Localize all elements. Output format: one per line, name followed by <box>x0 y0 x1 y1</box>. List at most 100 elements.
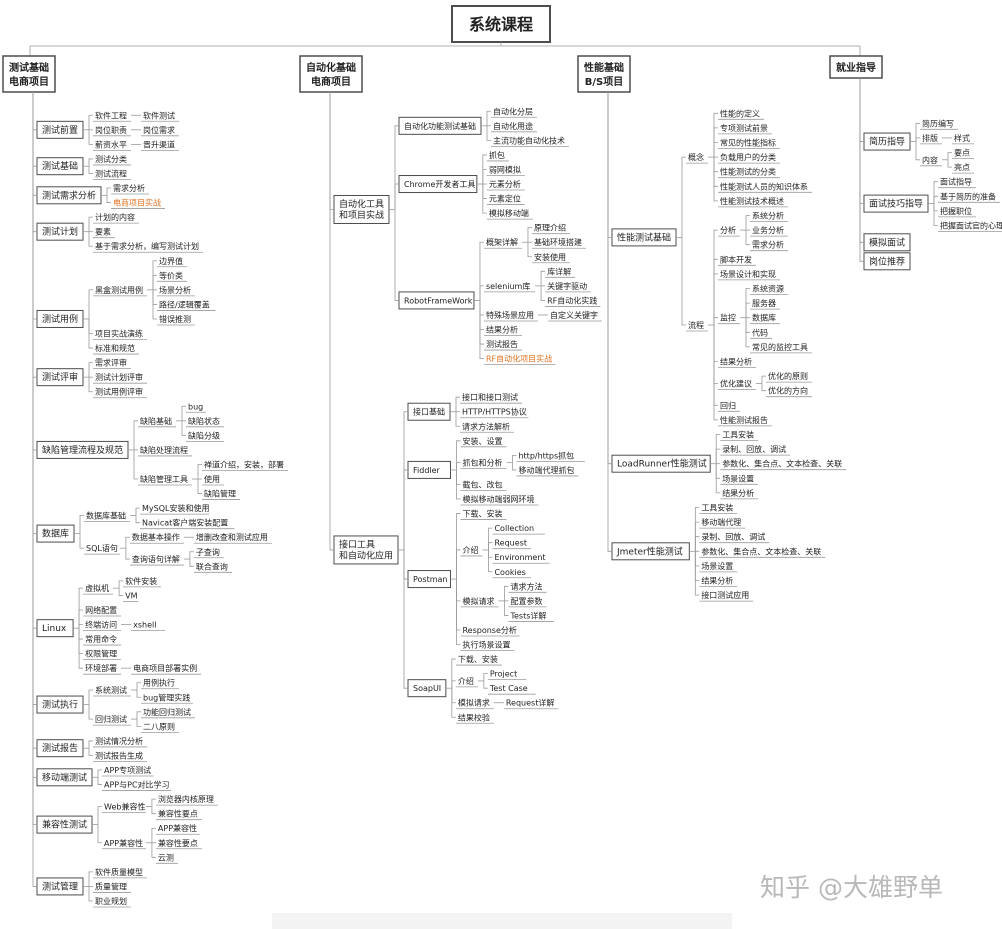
node-label: 兼容性要点 <box>158 809 198 819</box>
subtopic-node: 质量管理 <box>89 881 131 893</box>
connector-line <box>403 549 408 689</box>
root-label: 系统课程 <box>469 15 533 34</box>
subtopic-node: 薪资水平 <box>88 129 137 151</box>
subtopic-node: 回归测试 <box>88 704 137 726</box>
node-label: 测试报告 <box>42 742 78 754</box>
connector-line <box>32 92 37 196</box>
connector-line <box>859 78 864 243</box>
subtopic-node: 联合查询 <box>189 559 232 573</box>
category-label: 性能基础 <box>583 61 624 74</box>
node-label: RF自动化项目实战 <box>486 354 552 364</box>
node-label: 测试情况分析 <box>95 736 143 746</box>
node-label: Project <box>490 670 517 679</box>
node-label: 要素 <box>95 227 111 237</box>
subtopic-node: 岗位职责 <box>89 125 137 137</box>
node-label: 性能的定义 <box>720 108 760 118</box>
subtopic-node: 场景分析 <box>153 285 195 297</box>
node-label: 系统测试 <box>95 685 127 695</box>
node-label: Fiddler <box>413 466 441 475</box>
node-label: 请求方法解析 <box>462 421 510 431</box>
connector-line <box>933 203 938 226</box>
subtopic-node: Postman <box>403 549 457 589</box>
connector-line <box>403 411 408 550</box>
subtopic-node: 软件工程 <box>88 110 137 130</box>
connector-line <box>456 469 461 500</box>
node-label: 原理介绍 <box>534 223 566 233</box>
node-label: 回归 <box>720 400 736 410</box>
node-label: 性能测试报告 <box>720 415 768 425</box>
node-label: LoadRunner性能测试 <box>617 458 707 470</box>
node-label: 环境部署 <box>85 663 117 673</box>
node-label: 代码 <box>752 327 768 337</box>
connector-line <box>88 289 93 319</box>
connector-line <box>488 549 493 558</box>
connector-line <box>859 78 864 142</box>
node-label: 接口和接口测试 <box>462 392 518 402</box>
node-label: 性能测试的分类 <box>720 167 776 177</box>
node-label: 基于需求分析，编写测试计划 <box>95 241 199 251</box>
connector-line <box>933 203 938 212</box>
node-label: 兼容性要点 <box>158 838 198 848</box>
node-label: 联合查询 <box>196 561 228 571</box>
subtopic-node: 浏览器内核原理 <box>151 794 218 807</box>
node-label: Collection <box>494 524 534 533</box>
node-label: APP与PC对比学习 <box>104 780 170 790</box>
node-label: 主流功能自动化技术 <box>493 135 565 145</box>
connector-line <box>32 92 37 629</box>
node-label: 抓包和分析 <box>462 458 502 468</box>
node-label: 优化建议 <box>720 378 752 388</box>
node-label: 需求评审 <box>95 358 127 368</box>
connector-line <box>745 215 750 231</box>
connector-line <box>713 317 718 325</box>
node-label: 和自动化应用 <box>339 549 393 561</box>
topic-node: 测试管理 <box>32 92 89 896</box>
node-label: APP兼容性 <box>158 823 197 833</box>
subtopic-node: SoapUI <box>403 549 452 698</box>
connector-line <box>78 624 84 629</box>
subtopic-node: 系统分析 <box>745 211 788 231</box>
connector-line <box>915 137 920 142</box>
connector-line <box>189 551 194 560</box>
subtopic-node: 要点 <box>947 149 974 160</box>
subtopic-node: 基于简历的准备 <box>933 191 1000 204</box>
connector-line <box>88 166 93 174</box>
node-label: 场景设计和实现 <box>720 269 776 279</box>
node-label: 元素定位 <box>489 194 521 204</box>
subtopic-node: Tests详解 <box>504 600 554 622</box>
connector-line <box>947 159 952 168</box>
subtopic-node: Request详解 <box>499 698 559 710</box>
node-label: Tests详解 <box>509 610 546 620</box>
node-label: 介绍 <box>462 545 478 555</box>
connector-line <box>540 270 546 286</box>
node-label: 测试计划 <box>42 226 78 238</box>
node-label: 增删改查和测试应用 <box>196 532 268 542</box>
node-label: 缺陷管理工具 <box>140 474 188 484</box>
connector-line <box>394 125 399 210</box>
subtopic-node: Navicat客户端安装配置 <box>135 515 235 530</box>
connector-line <box>713 325 718 384</box>
node-label: 接口工具 <box>339 538 375 550</box>
node-label: 薪资水平 <box>95 139 127 149</box>
connector-line <box>403 549 408 580</box>
node-label: 基于简历的准备 <box>940 191 996 201</box>
node-label: 数据库 <box>752 313 776 323</box>
node-label: 自定义关键字 <box>550 310 598 320</box>
subtopic-node: 执行场景设置 <box>456 579 515 651</box>
connector-line <box>88 689 93 705</box>
connector-line <box>181 420 186 436</box>
connector-line <box>32 92 37 451</box>
subtopic-node: 移动端代理抓包 <box>512 462 579 477</box>
node-label: 使用 <box>204 474 220 484</box>
subtopic-node: 使用 <box>198 474 224 486</box>
connector-line <box>607 92 612 238</box>
node-label: 常用命令 <box>85 634 117 644</box>
node-label: 请求方法 <box>510 581 542 591</box>
node-label: 和项目实战 <box>339 209 384 221</box>
subtopic-node: 缺陷管理 <box>197 479 240 500</box>
connector-line <box>32 92 37 887</box>
connector-line <box>135 515 140 524</box>
subtopic-node: RF自动化实践 <box>540 285 601 307</box>
subtopic-node: 模拟移动端 <box>482 184 533 220</box>
node-label: 场景分析 <box>159 285 191 295</box>
